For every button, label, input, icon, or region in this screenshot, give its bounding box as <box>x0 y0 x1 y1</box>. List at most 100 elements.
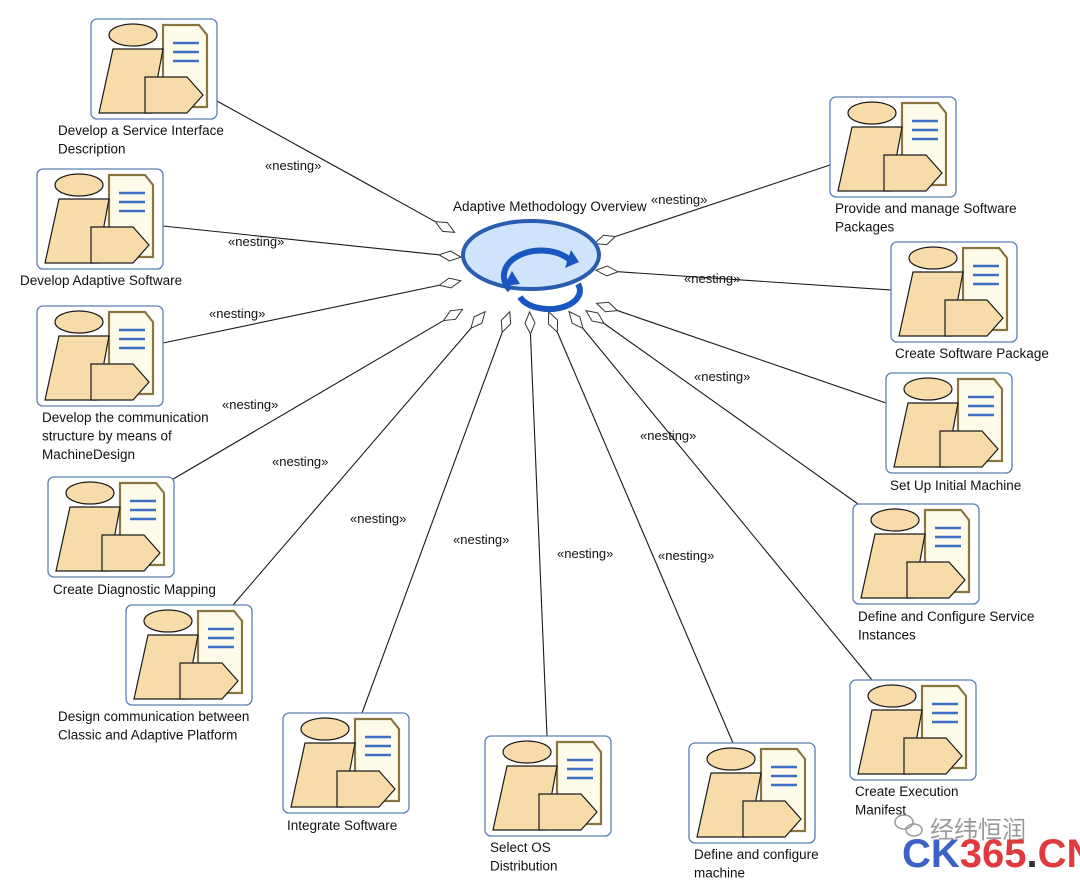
node-label-line: Manifest <box>855 803 906 818</box>
aggregation-diamond <box>568 310 584 330</box>
center-title: Adaptive Methodology Overview <box>453 199 647 214</box>
node-define-configure-machine[interactable]: Define and configure machine <box>688 742 819 881</box>
work-product-icon <box>898 246 1009 337</box>
node-label: Set Up Initial Machine <box>890 478 1021 493</box>
node-label-line: machine <box>694 866 745 881</box>
node-label: Define and configure machine <box>694 847 819 881</box>
nesting-connector[interactable] <box>615 164 831 238</box>
work-product-icon <box>492 740 603 831</box>
nesting-labels: «nesting» «nesting» «nesting» «nesting» «nes… <box>209 158 750 563</box>
node-label-line: Integrate Software <box>287 818 397 833</box>
node-label: Integrate Software <box>287 818 397 833</box>
nesting-connector[interactable] <box>162 320 444 486</box>
aggregation-diamond <box>524 310 536 336</box>
nesting-stereotype: «nesting» <box>265 158 321 173</box>
node-create-diagnostic-mapping[interactable]: Create Diagnostic Mapping <box>47 476 216 597</box>
nesting-stereotype: «nesting» <box>272 454 328 469</box>
nesting-connector[interactable] <box>162 284 440 344</box>
nesting-stereotype: «nesting» <box>209 306 265 321</box>
nesting-stereotype: «nesting» <box>651 192 707 207</box>
node-label-line: Packages <box>835 220 895 235</box>
nesting-connector[interactable] <box>556 331 734 744</box>
node-label-line: Design communication between <box>58 709 249 724</box>
work-product-icon <box>98 23 209 114</box>
work-product-icon <box>837 101 948 192</box>
watermark-logo: CK365.CN <box>902 832 1080 876</box>
work-product-icon <box>893 377 1004 468</box>
node-develop-adaptive-software[interactable]: Develop Adaptive Software <box>20 168 182 288</box>
aggregation-diamond <box>594 265 620 277</box>
nesting-connector[interactable] <box>529 333 548 737</box>
node-label-line: Provide and manage Software <box>835 201 1017 216</box>
nesting-connector[interactable] <box>361 332 503 714</box>
nesting-connector[interactable] <box>617 271 892 291</box>
node-label-line: Distribution <box>490 859 558 874</box>
aggregation-diamond <box>595 301 619 313</box>
center-ellipse <box>461 219 601 291</box>
node-label-line: Develop the communication <box>42 410 209 425</box>
node-select-os-distribution[interactable]: Select OS Distribution <box>484 735 612 874</box>
node-label-line: Select OS <box>490 840 551 855</box>
node-label-line: Create Execution <box>855 784 959 799</box>
watermark-chinese: 经纬恒润 <box>930 816 1026 844</box>
nesting-stereotype: «nesting» <box>694 369 750 384</box>
wechat-icon <box>894 814 923 837</box>
node-label: Select OS Distribution <box>490 840 558 874</box>
nesting-stereotype: «nesting» <box>557 546 613 561</box>
aggregation-diamond <box>438 277 462 289</box>
watermark: 经纬恒润 CK365.CN <box>894 814 1080 876</box>
nesting-stereotype: «nesting» <box>350 511 406 526</box>
watermark-logo-dot: . <box>1027 832 1038 876</box>
work-product-icon <box>857 684 968 775</box>
nesting-stereotype: «nesting» <box>658 548 714 563</box>
nesting-stereotype: «nesting» <box>228 234 284 249</box>
work-product-icon <box>696 747 807 838</box>
node-label-line: Description <box>58 142 126 157</box>
center-node[interactable]: Adaptive Methodology Overview <box>453 199 647 313</box>
node-label-line: Develop a Service Interface <box>58 123 224 138</box>
nesting-stereotype: «nesting» <box>222 397 278 412</box>
nesting-stereotype: «nesting» <box>640 428 696 443</box>
nesting-stereotype: «nesting» <box>453 532 509 547</box>
node-label-line: Define and Configure Service <box>858 609 1034 624</box>
watermark-logo-ck: CK <box>902 832 960 876</box>
work-product-icon <box>44 310 155 401</box>
node-label-line: Develop Adaptive Software <box>20 273 182 288</box>
aggregation-diamond <box>585 309 605 325</box>
nesting-connector[interactable] <box>617 310 887 404</box>
node-label-line: MachineDesign <box>42 447 135 462</box>
node-label-line: Define and configure <box>694 847 819 862</box>
aggregation-diamond <box>434 221 456 233</box>
node-label-line: Set Up Initial Machine <box>890 478 1021 493</box>
node-create-software-package[interactable]: Create Software Package <box>890 241 1049 361</box>
nesting-connector[interactable] <box>162 225 440 256</box>
node-label-line: Classic and Adaptive Platform <box>58 728 237 743</box>
node-set-up-initial-machine[interactable]: Set Up Initial Machine <box>885 372 1021 493</box>
node-label-line: Create Diagnostic Mapping <box>53 582 216 597</box>
nesting-connector[interactable] <box>232 327 472 606</box>
nesting-connector[interactable] <box>603 322 859 505</box>
aggregation-diamond <box>547 310 559 334</box>
nesting-connector[interactable] <box>216 100 436 223</box>
node-label: Create Software Package <box>895 346 1049 361</box>
work-product-icon <box>133 609 244 700</box>
work-product-icon <box>860 508 971 599</box>
node-integrate-software[interactable]: Integrate Software <box>282 712 410 833</box>
nesting-connector[interactable] <box>582 328 873 681</box>
node-label-line: Instances <box>858 628 916 643</box>
aggregation-diamond <box>437 250 463 262</box>
